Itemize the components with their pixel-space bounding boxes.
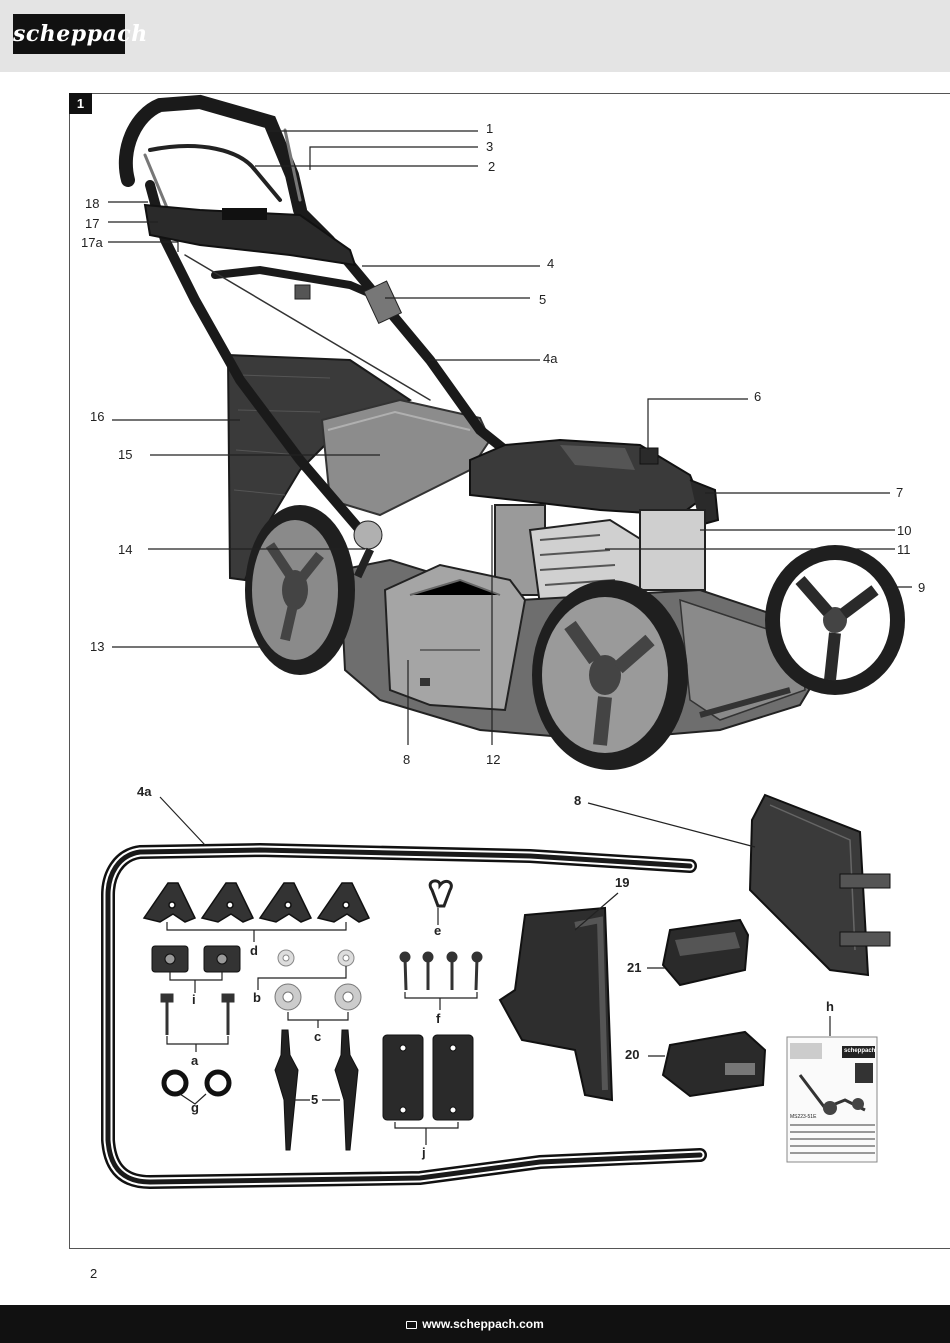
side-discharge-flap bbox=[383, 563, 527, 712]
callout-9: 9 bbox=[918, 580, 926, 595]
height-lever-knob bbox=[353, 520, 383, 579]
callout-2: 2 bbox=[488, 159, 496, 174]
callout-16: 16 bbox=[90, 409, 105, 424]
part-label-20: 20 bbox=[625, 1047, 640, 1062]
callout-17: 17 bbox=[85, 216, 100, 231]
part-label-f: f bbox=[436, 1011, 441, 1026]
wheel-front-left bbox=[532, 580, 688, 770]
bolts-a bbox=[160, 993, 235, 1035]
part-label-c: c bbox=[314, 1029, 322, 1044]
clamps-g bbox=[161, 1069, 232, 1097]
spacers-i bbox=[151, 945, 241, 973]
battery-20 bbox=[661, 1030, 767, 1098]
discharge-chute-8 bbox=[748, 793, 891, 977]
callout-4: 4 bbox=[547, 256, 555, 271]
wheel-front-right bbox=[765, 545, 905, 695]
control-panel bbox=[143, 203, 403, 325]
page-number: 2 bbox=[90, 1266, 98, 1281]
washers-b bbox=[277, 949, 355, 967]
part-label-19: 19 bbox=[615, 875, 630, 890]
screws-f bbox=[399, 951, 483, 991]
part-label-4a: 4a bbox=[137, 784, 152, 799]
footer-url[interactable]: www.scheppach.com bbox=[422, 1317, 544, 1331]
charger-21 bbox=[661, 918, 750, 987]
callout-7: 7 bbox=[896, 485, 904, 500]
page-header: scheppach bbox=[0, 0, 950, 72]
blade-holders-d bbox=[142, 882, 371, 923]
callout-6: 6 bbox=[754, 389, 762, 404]
mower-leader-lines bbox=[108, 130, 912, 745]
figure-number: 1 bbox=[69, 93, 92, 114]
wheel-rear-left bbox=[245, 505, 355, 675]
callout-12: 12 bbox=[486, 752, 501, 767]
part-label-21: 21 bbox=[627, 960, 642, 975]
clip-e bbox=[428, 879, 453, 908]
figure-frame bbox=[69, 93, 950, 1249]
callout-17a: 17a bbox=[81, 235, 103, 250]
callout-11: 11 bbox=[897, 542, 911, 557]
manual-h bbox=[786, 1036, 878, 1163]
part-label-e: e bbox=[434, 923, 442, 938]
parts-leader-lines bbox=[159, 796, 831, 1145]
callout-13: 13 bbox=[90, 639, 105, 654]
part-label-i: i bbox=[192, 992, 196, 1007]
part-label-g: g bbox=[191, 1100, 199, 1115]
part-label-j: j bbox=[422, 1145, 426, 1160]
part-label-5: 5 bbox=[311, 1092, 319, 1107]
manual-thumb-model: MS223-51E bbox=[790, 1114, 817, 1120]
scheppach-logo: scheppach bbox=[13, 14, 147, 54]
engine-cover bbox=[469, 438, 720, 526]
part-label-d: d bbox=[250, 943, 258, 958]
callout-14: 14 bbox=[118, 542, 133, 557]
part-label-8: 8 bbox=[574, 793, 582, 808]
callout-8: 8 bbox=[403, 752, 411, 767]
part-label-a: a bbox=[191, 1053, 199, 1068]
callout-1: 1 bbox=[486, 121, 494, 136]
callout-3: 3 bbox=[486, 139, 494, 154]
handle-frame-4a bbox=[101, 842, 707, 1190]
mulching-plug-19 bbox=[498, 906, 614, 1102]
callout-10: 10 bbox=[897, 523, 912, 538]
washers-c bbox=[274, 983, 362, 1011]
monitor-icon bbox=[406, 1321, 418, 1329]
callout-18: 18 bbox=[85, 196, 100, 211]
part-label-b: b bbox=[253, 990, 261, 1005]
callout-15: 15 bbox=[118, 447, 133, 462]
engine-block bbox=[494, 504, 706, 612]
callout-5: 5 bbox=[539, 292, 547, 307]
levers-5 bbox=[274, 1029, 359, 1151]
page-footer: www.scheppach.com bbox=[0, 1305, 950, 1343]
brackets-j bbox=[382, 1034, 474, 1121]
part-label-h: h bbox=[826, 999, 834, 1014]
callout-4a: 4a bbox=[543, 351, 558, 366]
manual-thumb-brand: scheppach bbox=[844, 1048, 876, 1054]
